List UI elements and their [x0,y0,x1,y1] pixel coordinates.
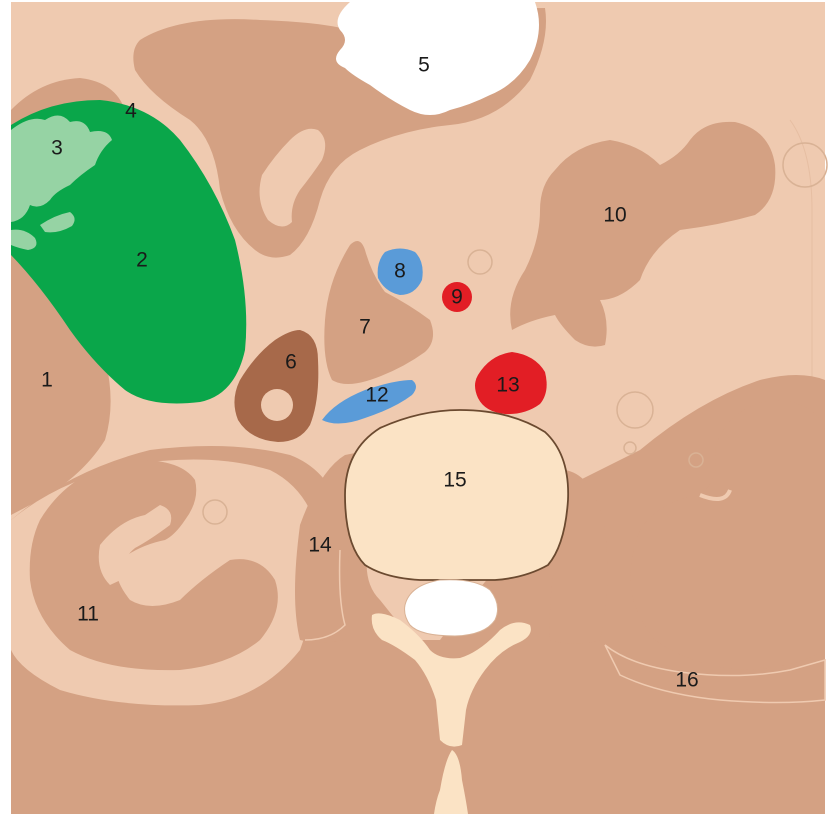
label-15: 15 [443,469,466,492]
label-2: 2 [136,249,148,272]
label-6: 6 [285,351,297,374]
label-5: 5 [418,54,430,77]
label-16: 16 [675,669,698,692]
label-8: 8 [394,260,406,283]
label-13: 13 [496,374,519,397]
label-3: 3 [51,137,63,160]
label-4: 4 [125,100,137,123]
label-12: 12 [365,384,388,407]
label-1: 1 [41,369,53,392]
label-7: 7 [359,316,371,339]
label-14: 14 [308,534,332,557]
spinal-canal [405,580,498,636]
label-11: 11 [77,603,99,626]
organ-15 [345,410,568,580]
label-10: 10 [603,204,626,227]
label-9: 9 [451,286,463,309]
organ-6-lumen [261,389,293,421]
